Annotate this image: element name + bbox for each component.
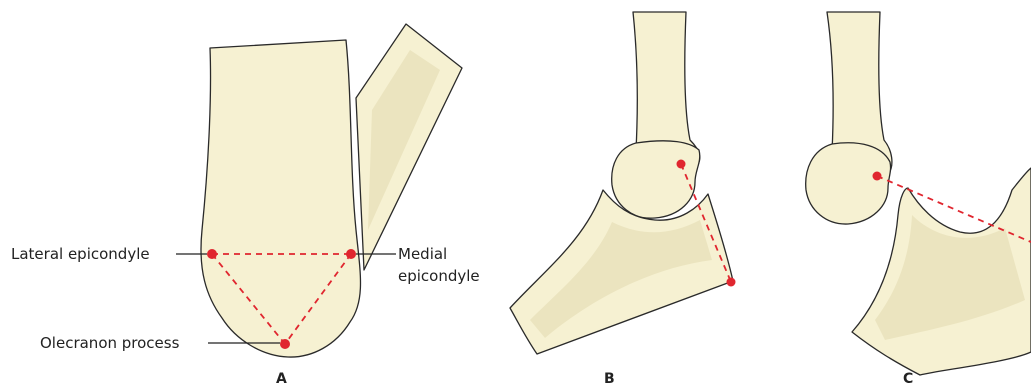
panel-c-figure xyxy=(806,12,1031,375)
medial-epicondyle-label-line1: Medial xyxy=(398,245,447,263)
humerus-condyle-b xyxy=(612,141,700,218)
panel-a-figure xyxy=(176,24,462,357)
olecranon-point-b xyxy=(727,278,736,287)
panel-label-c: C xyxy=(903,371,913,387)
humerus-condyle-c xyxy=(806,143,891,224)
arm-bone-a xyxy=(201,40,361,357)
panel-label-a: A xyxy=(276,371,287,387)
panel-label-b: B xyxy=(604,371,615,387)
lateral-epicondyle-label: Lateral epicondyle xyxy=(11,245,150,263)
medial-epicondyle-point xyxy=(346,249,356,259)
olecranon-point-a xyxy=(280,339,290,349)
lateral-epicondyle-point xyxy=(207,249,217,259)
medial-epicondyle-label-line2: epicondyle xyxy=(398,267,480,285)
panel-b-figure xyxy=(510,12,736,354)
epicondyle-point-c xyxy=(873,172,882,181)
epicondyle-point-b xyxy=(677,160,686,169)
olecranon-process-label: Olecranon process xyxy=(40,334,179,352)
